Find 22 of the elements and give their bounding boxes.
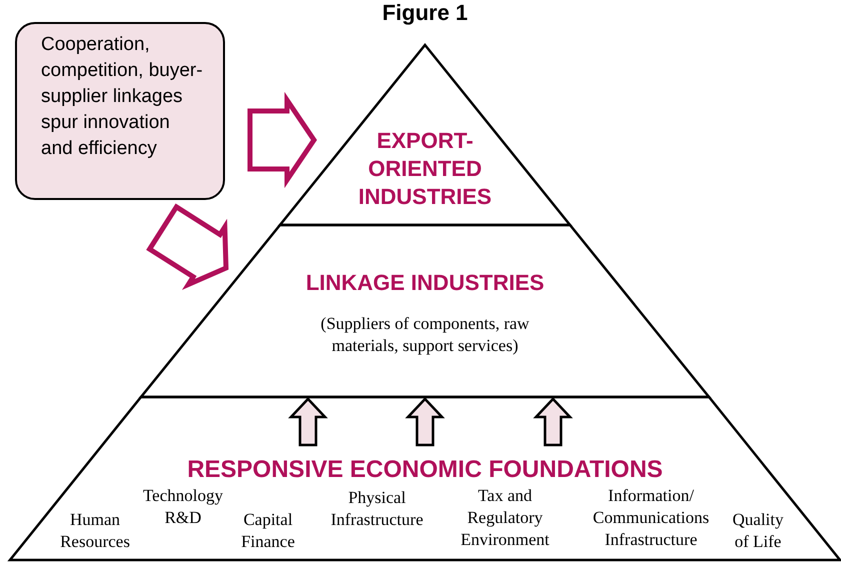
- pyramid-tier: [280, 45, 570, 225]
- foundation-label: Human Resources: [59, 509, 131, 553]
- pyramid-tier: [10, 397, 840, 560]
- foundation-label: Information/ Communications Infrastructure: [592, 485, 710, 551]
- foundation-label: Physical Infrastructure: [330, 487, 424, 531]
- foundation-label: Capital Finance: [240, 509, 296, 553]
- block-arrow: [146, 203, 229, 290]
- tier-heading: EXPORT-ORIENTED INDUSTRIES: [357, 127, 493, 211]
- foundation-label: Quality of Life: [732, 509, 784, 553]
- block-arrow: [533, 397, 573, 446]
- block-arrow: [288, 397, 328, 446]
- block-arrow: [405, 397, 445, 446]
- tier-heading: RESPONSIVE ECONOMIC FOUNDATIONS: [186, 455, 664, 485]
- tier-description: (Suppliers of components, raw materials, support services): [320, 313, 530, 357]
- pyramid-tier: [141, 225, 709, 397]
- figure-title: Figure 1: [381, 0, 469, 26]
- foundation-label: Tax and Regulatory Environment: [460, 485, 550, 551]
- callout-text: Cooperation, competition, buyer-supplier linkages spur innovation and efficiency: [41, 33, 203, 161]
- callout-box: [15, 22, 225, 200]
- foundation-label: Technology R&D: [142, 485, 224, 529]
- tier-heading: LINKAGE INDUSTRIES: [304, 269, 546, 297]
- block-arrow: [248, 92, 318, 188]
